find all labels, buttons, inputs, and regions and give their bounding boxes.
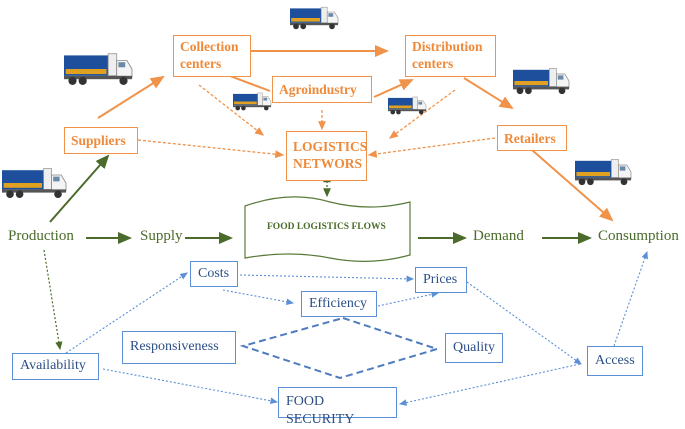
costs-label: Costs (198, 266, 230, 281)
agroindustry-node: Agroindustry (272, 76, 372, 103)
truck-icon (512, 67, 570, 95)
quality-node: Quality (445, 333, 503, 363)
truck-icon (574, 158, 632, 186)
truck-icon (232, 92, 272, 111)
agroindustry-label: Agroindustry (279, 82, 357, 97)
distribution-centers-line-1: Distribution (412, 39, 483, 54)
dotted-access-to-consumption (613, 250, 648, 347)
access-label: Access (595, 353, 635, 368)
dotted-efficiency-to-prices (377, 291, 440, 307)
truck-icon (289, 6, 339, 30)
suppliers-label: Suppliers (71, 133, 126, 148)
retailers-label: Retailers (504, 131, 556, 146)
demand-label: Demand (473, 228, 524, 244)
responsiveness-label: Responsiveness (130, 339, 219, 354)
consumption-label: Consumption (598, 228, 679, 244)
quality-label: Quality (453, 340, 495, 355)
food-security-node: FOOD SECURITY (278, 387, 397, 427)
dotted-availability-to-food-security (102, 368, 279, 405)
arrow-distribution-to-retailers (463, 77, 514, 110)
arrow-suppliers-to-collection (97, 75, 165, 119)
truck-icon (63, 52, 133, 86)
collection-centers-line-2: centers (180, 56, 222, 71)
dotted-availability-to-costs (65, 272, 188, 354)
availability-label: Availability (20, 358, 86, 373)
logistics-networks-line-2: NETWORS (293, 156, 363, 171)
prices-node: Prices (415, 267, 467, 293)
responsiveness-node: Responsiveness (122, 331, 236, 364)
supply-label: Supply (140, 228, 183, 244)
access-node: Access (587, 346, 643, 376)
dotted-costs-to-efficiency (222, 289, 295, 306)
dotted-prices-to-access (466, 281, 582, 365)
dashed-collection-to-logistics (198, 84, 265, 136)
dashed-suppliers-to-logistics (137, 139, 285, 159)
production-label: Production (8, 228, 74, 244)
costs-node: Costs (190, 261, 238, 287)
food-logistics-flows-shape (244, 196, 411, 262)
truck-icon (387, 96, 427, 115)
collection-centers-node: Collection centers (173, 35, 251, 77)
collection-centers-line-1: Collection (180, 39, 239, 54)
logistics-networks-node: LOGISTICS NETWORS (286, 131, 367, 181)
distribution-centers-line-2: centers (412, 56, 454, 71)
dotted-access-to-food-security (398, 363, 581, 406)
efficiency-label: Efficiency (309, 296, 368, 311)
distribution-centers-node: Distribution centers (405, 35, 496, 77)
logistics-networks-line-1: LOGISTICS (293, 139, 368, 154)
retailers-node: Retailers (497, 125, 567, 151)
dashed-retailers-to-logistics (367, 137, 496, 158)
prices-label: Prices (423, 272, 458, 287)
dotted-costs-to-prices (239, 274, 415, 283)
arrow-retailers-to-consumption (531, 149, 614, 222)
arrow-agroindustry-to-distribution (373, 79, 414, 98)
arrow-production-to-suppliers (49, 154, 110, 223)
availability-node: Availability (12, 353, 99, 380)
dashed-production-to-availability (43, 249, 63, 351)
dashed-diamond (239, 316, 441, 380)
food-security-label: FOOD SECURITY (286, 394, 355, 427)
arrow-collection-to-agroindustry (229, 75, 271, 92)
suppliers-node: Suppliers (64, 127, 138, 154)
truck-icon (1, 167, 67, 199)
efficiency-node: Efficiency (301, 291, 377, 317)
food-logistics-flows-label: FOOD LOGISTICS FLOWS (267, 222, 386, 232)
